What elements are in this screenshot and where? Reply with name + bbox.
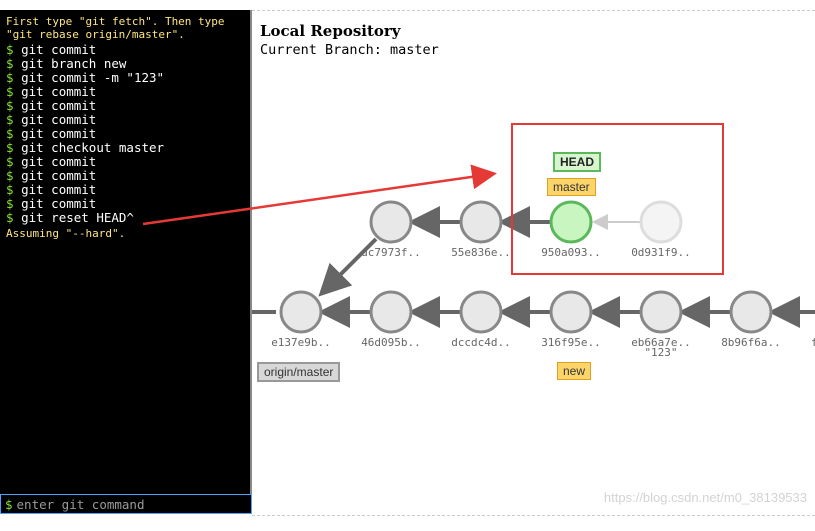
terminal-command-line: $ git commit: [6, 169, 250, 183]
commit-message-eb66a7e: "123": [644, 346, 677, 359]
terminal-response: Assuming "--hard".: [6, 227, 126, 240]
prompt-symbol: $: [6, 56, 14, 71]
terminal-command-text: git commit: [21, 42, 97, 57]
commit-label-0d931f9: 0d931f9..: [631, 246, 691, 259]
current-branch-label: Current Branch: master: [260, 42, 439, 58]
commit-node-dc7973f[interactable]: [369, 200, 413, 244]
terminal-command-line: $ git checkout master: [6, 141, 250, 155]
prompt-symbol: $: [5, 496, 13, 512]
terminal-command-text: git commit: [21, 168, 97, 183]
terminal-command-line: $ git commit: [6, 85, 250, 99]
terminal-command-text: git reset HEAD^: [21, 210, 134, 225]
terminal-command-text: git checkout master: [21, 140, 165, 155]
prompt-symbol: $: [6, 84, 14, 99]
commit-label-8b96f6a: 8b96f6a..: [721, 336, 781, 349]
commit-label-eb66a7e: eb66a7e..: [631, 336, 691, 349]
commit-node-0d931f9[interactable]: [639, 200, 683, 244]
terminal-command-text: git branch new: [21, 56, 127, 71]
repository-visualization: Local Repository Current Branch: master: [252, 10, 815, 516]
terminal-command-line: $ git branch new: [6, 57, 250, 71]
terminal-command-line: $ git commit: [6, 197, 250, 211]
terminal-intro-message: First type "git fetch". Then type "git r…: [6, 15, 232, 41]
terminal-history: $ git commit$ git branch new$ git commit…: [6, 43, 250, 225]
head-tag[interactable]: HEAD: [553, 152, 602, 172]
commit-node-316f95e[interactable]: [549, 290, 593, 334]
terminal-command-text: git commit: [21, 98, 97, 113]
prompt-symbol: $: [6, 112, 14, 127]
terminal-input-bar[interactable]: $: [0, 494, 252, 514]
commit-node-dccdc4d[interactable]: [459, 290, 503, 334]
prompt-symbol: $: [6, 210, 14, 225]
commit-label-950a093: 950a093..: [541, 246, 601, 259]
terminal-command-text: git commit: [21, 112, 97, 127]
prompt-symbol: $: [6, 98, 14, 113]
prompt-symbol: $: [6, 182, 14, 197]
branch-tag-master[interactable]: master: [547, 178, 596, 196]
commit-node-eb66a7e[interactable]: [639, 290, 683, 334]
commit-node-8b96f6a[interactable]: [729, 290, 773, 334]
commit-node-46d095b[interactable]: [369, 290, 413, 334]
watermark: https://blog.csdn.net/m0_38139533: [603, 490, 807, 505]
commit-label-46d095b: 46d095b..: [361, 336, 421, 349]
terminal-command-text: git commit: [21, 84, 97, 99]
commit-label-cut: f: [811, 336, 815, 349]
terminal-command-line: $ git commit -m "123": [6, 71, 250, 85]
terminal-command-text: git commit: [21, 126, 97, 141]
commit-label-e137e9b: e137e9b..: [271, 336, 331, 349]
terminal-command-line: $ git commit: [6, 43, 250, 57]
prompt-symbol: $: [6, 196, 14, 211]
prompt-symbol: $: [6, 42, 14, 57]
prompt-symbol: $: [6, 70, 14, 85]
terminal-command-line: $ git commit: [6, 155, 250, 169]
terminal-command-text: git commit: [21, 154, 97, 169]
commit-label-55e836e: 55e836e..: [451, 246, 511, 259]
terminal-command-line: $ git reset HEAD^: [6, 211, 250, 225]
annotation-highlight-box: [511, 123, 724, 275]
commit-label-dc7973f: dc7973f..: [361, 246, 421, 259]
terminal-command-text: git commit: [21, 196, 97, 211]
prompt-symbol: $: [6, 154, 14, 169]
remote-branch-tag-origin-master[interactable]: origin/master: [257, 362, 341, 382]
commit-label-dccdc4d: dccdc4d..: [451, 336, 511, 349]
terminal-command-line: $ git commit: [6, 183, 250, 197]
branch-tag-new[interactable]: new: [557, 362, 592, 380]
terminal-command-line: $ git commit: [6, 113, 250, 127]
terminal-panel: First type "git fetch". Then type "git r…: [0, 10, 252, 494]
terminal-command-line: $ git commit: [6, 127, 250, 141]
prompt-symbol: $: [6, 140, 14, 155]
prompt-symbol: $: [6, 126, 14, 141]
git-command-input[interactable]: [16, 496, 237, 512]
edge-dc7973f-e137e9b: [318, 237, 378, 297]
terminal-command-text: git commit -m "123": [21, 70, 165, 85]
terminal-command-line: $ git commit: [6, 99, 250, 113]
prompt-symbol: $: [6, 168, 14, 183]
commit-node-950a093[interactable]: [549, 200, 593, 244]
repo-title: Local Repository: [260, 22, 401, 40]
commit-label-316f95e: 316f95e..: [541, 336, 601, 349]
terminal-command-text: git commit: [21, 182, 97, 197]
commit-node-e137e9b[interactable]: [279, 290, 323, 334]
commit-node-55e836e[interactable]: [459, 200, 503, 244]
